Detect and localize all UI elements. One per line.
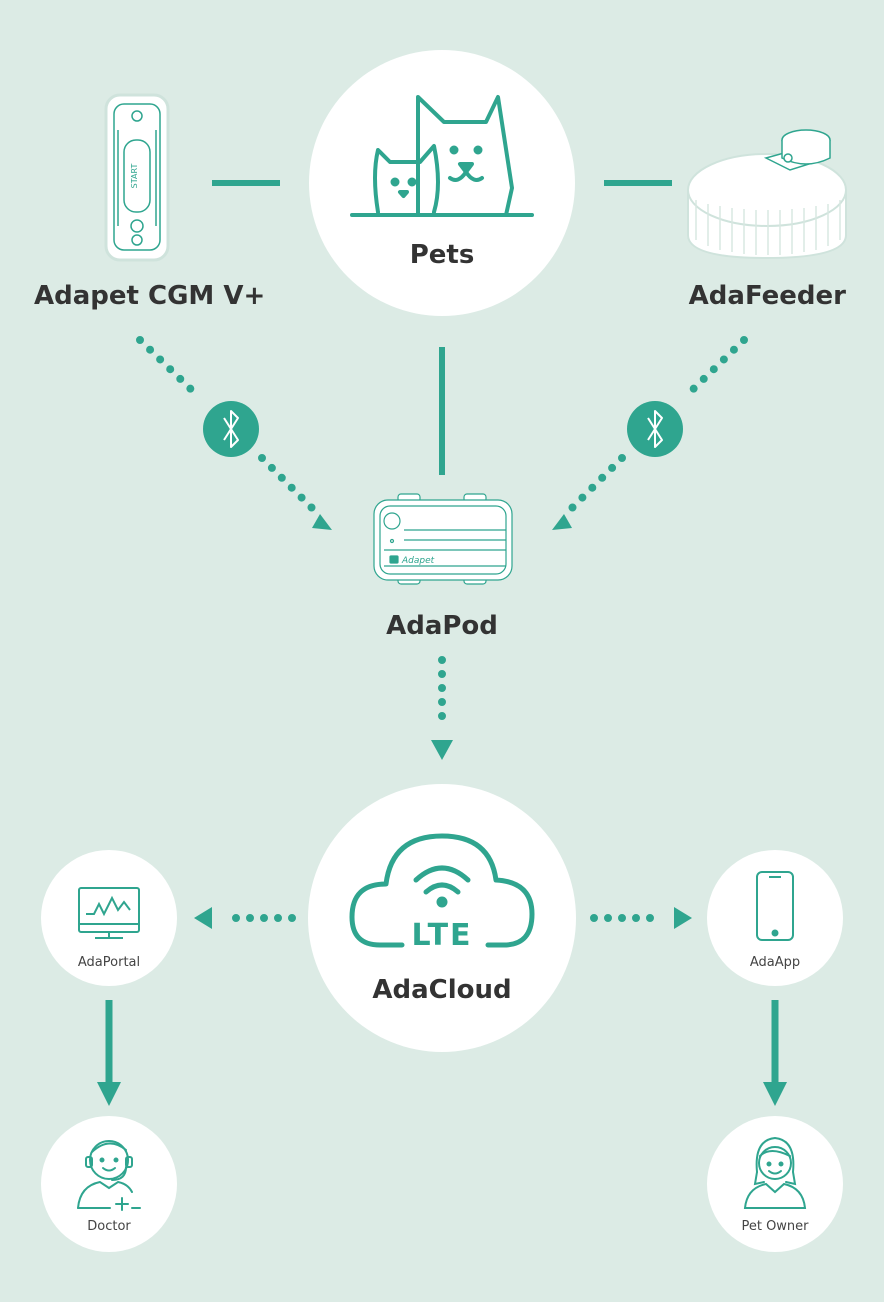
hub-device-icon: Adapet (373, 493, 513, 585)
arrowhead-to-adapod-left (312, 514, 332, 530)
adapod-label: AdaPod (386, 611, 498, 641)
arrowhead-to-adapod-right (552, 514, 572, 530)
lte-cloud-icon: LTE (349, 833, 535, 953)
doctor-label: Doctor (87, 1219, 131, 1234)
adaapp-label: AdaApp (749, 955, 801, 970)
lte-text: LTE (411, 918, 472, 953)
pets-label: Pets (409, 240, 475, 270)
bluetooth-badge-left (203, 401, 259, 457)
glucose-monitor-device-icon: START (104, 93, 170, 262)
dotted-connector-cgm-adapod-b (258, 454, 316, 512)
pet-owner-circle (707, 1116, 843, 1252)
adaportal-circle (41, 850, 177, 986)
dotted-connector-cgm-adapod-a (136, 336, 204, 402)
pet-feeder-device-icon (687, 129, 847, 260)
arrowhead-to-pet-owner (763, 1082, 787, 1106)
pet-owner-label: Pet Owner (741, 1219, 809, 1234)
cat-and-dog-icon (350, 95, 534, 217)
bluetooth-icon (647, 410, 663, 448)
pets-circle (309, 50, 575, 316)
pet-owner-icon (743, 1136, 807, 1209)
connectors (105, 180, 779, 1086)
dotted-connector-feeder-adapod-a (680, 336, 748, 402)
feeder-label: AdaFeeder (688, 281, 846, 311)
arrowhead-to-adacloud (431, 740, 453, 760)
arrowhead-to-adaportal (194, 907, 212, 929)
adaportal-label: AdaPortal (77, 955, 141, 970)
svg-text:START: START (130, 164, 139, 189)
arrowhead-to-doctor (97, 1082, 121, 1106)
monitor-chart-icon (78, 887, 140, 939)
smartphone-icon (756, 871, 794, 941)
adaapp-circle (707, 850, 843, 986)
cgm-label: Adapet CGM V+ (34, 281, 266, 311)
doctor-icon (77, 1140, 141, 1211)
dotted-connector-feeder-adapod-b (568, 454, 626, 512)
adacloud-circle (308, 784, 576, 1052)
doctor-circle (41, 1116, 177, 1252)
arrowhead-to-adaapp (674, 907, 692, 929)
adapod-brand-text: Adapet (401, 556, 435, 566)
arrowheads (97, 514, 787, 1106)
adacloud-label: AdaCloud (372, 975, 512, 1005)
bluetooth-icon (223, 410, 239, 448)
bluetooth-badge-right (627, 401, 683, 457)
